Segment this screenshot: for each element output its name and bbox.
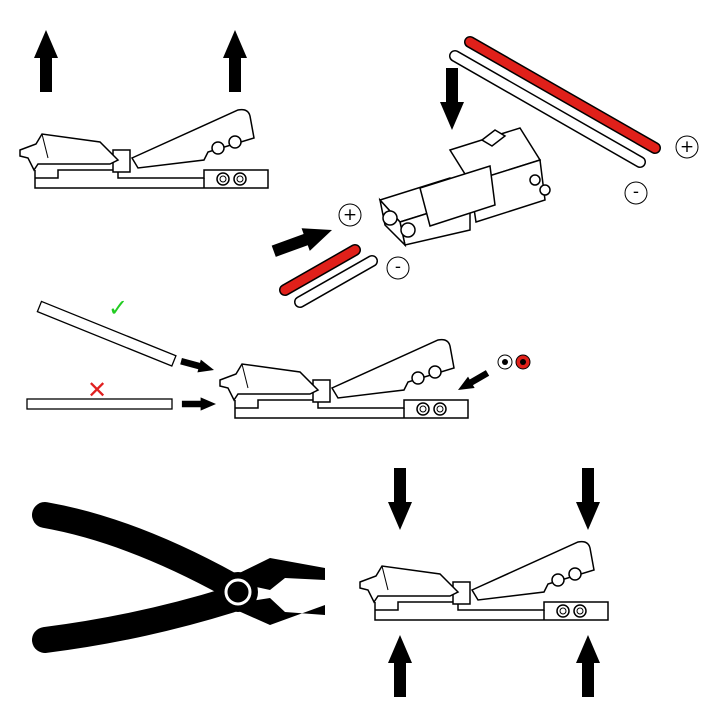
check-icon: ✓ (108, 294, 128, 322)
short-red-tube (279, 244, 361, 296)
short-white-tube (294, 255, 378, 308)
cross-icon: ✕ (87, 376, 107, 404)
connector-housing (378, 127, 551, 248)
up-arrow-icon (34, 30, 58, 92)
minus-label: - (386, 256, 410, 280)
svg-text:-: - (395, 257, 401, 277)
plus-label: + (675, 135, 699, 159)
minus-label: - (624, 181, 648, 205)
up-arrow-icon (388, 635, 412, 697)
down-arrow-icon (388, 468, 412, 530)
long-red-tube (464, 36, 661, 154)
right-arrow-icon (181, 397, 216, 411)
angled-strip-correct (36, 300, 177, 367)
connector-open-step1 (19, 108, 269, 189)
down-arrow-icon (576, 468, 600, 530)
up-arrow-icon (576, 635, 600, 697)
up-arrow-icon (223, 30, 247, 92)
flat-strip-incorrect (26, 398, 173, 410)
connector-open-step4 (359, 540, 609, 621)
left-arrow-icon (454, 367, 491, 396)
long-white-tube (449, 50, 646, 168)
down-arrow-icon (440, 68, 464, 130)
right-arrow-icon (179, 354, 216, 377)
svg-text:-: - (633, 182, 639, 202)
negative-wire-end-icon (497, 354, 513, 370)
right-up-arrow-icon (269, 218, 337, 263)
svg-text:+: + (680, 137, 694, 157)
connector-open-step3 (219, 338, 469, 419)
positive-wire-end-icon (515, 354, 531, 370)
svg-text:+: + (343, 205, 357, 225)
plus-label: + (338, 203, 362, 227)
pliers-icon (32, 502, 325, 653)
